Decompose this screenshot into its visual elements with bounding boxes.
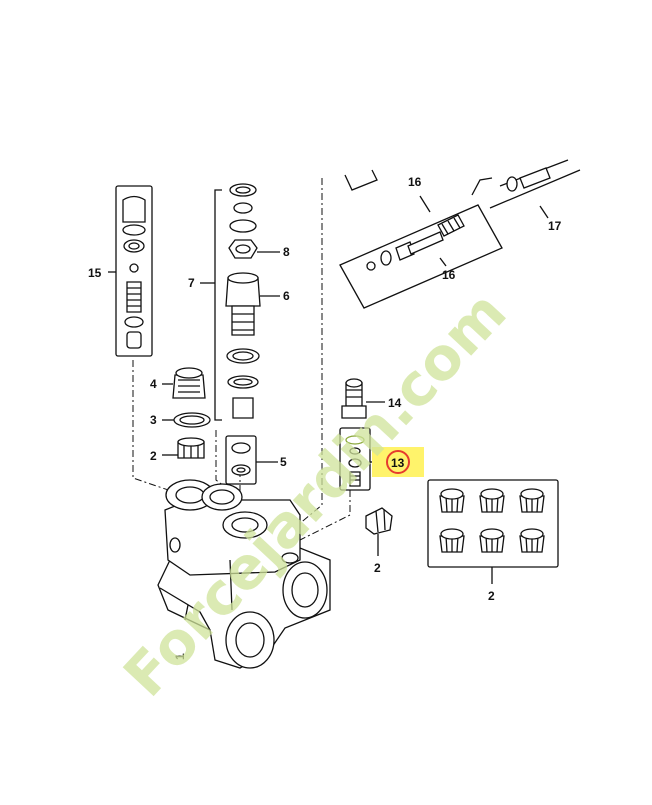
callout-2-box: 2 — [488, 589, 495, 603]
part-group-7 — [200, 183, 280, 421]
pump-manifold — [157, 479, 331, 669]
callout-14: 14 — [388, 396, 402, 410]
leader-part-1 — [184, 604, 189, 621]
callout-1: 1 — [173, 653, 187, 660]
callout-16-top: 16 — [408, 175, 422, 189]
part-group-16 — [339, 169, 503, 309]
callout-3: 3 — [150, 413, 157, 427]
part-group-2-box — [427, 479, 559, 584]
valve-cartridge — [519, 488, 545, 513]
valve-cartridge — [439, 488, 465, 513]
callout-8: 8 — [283, 245, 290, 259]
callout-15: 15 — [88, 266, 102, 280]
callout-2-right: 2 — [374, 561, 381, 575]
callout-5: 5 — [280, 455, 287, 469]
callout-13: 13 — [391, 456, 405, 470]
callout-16-bottom: 16 — [442, 268, 456, 282]
callout-17: 17 — [548, 219, 562, 233]
callout-4: 4 — [150, 377, 157, 391]
callout-6: 6 — [283, 289, 290, 303]
part-group-17 — [489, 159, 581, 219]
highlight-ring — [386, 450, 410, 474]
valve-cartridge — [519, 528, 545, 553]
valve-cartridge — [479, 528, 505, 553]
part-group-5 — [225, 435, 278, 485]
part-group-13 — [339, 427, 424, 491]
part-group-15 — [108, 185, 153, 357]
valve-cartridge — [439, 528, 465, 553]
valve-part-2-left — [162, 437, 205, 459]
o-ring-part-3 — [162, 412, 211, 428]
callout-2-left: 2 — [150, 449, 157, 463]
valve-part-2-right — [365, 507, 393, 556]
callout-labels: 1 2 2 2 3 4 5 6 7 8 13 14 15 16 16 17 — [88, 175, 562, 660]
valve-cartridge — [479, 488, 505, 513]
plug-part-4 — [162, 367, 206, 399]
callout-7: 7 — [188, 276, 195, 290]
nipple-part-14 — [341, 378, 385, 419]
